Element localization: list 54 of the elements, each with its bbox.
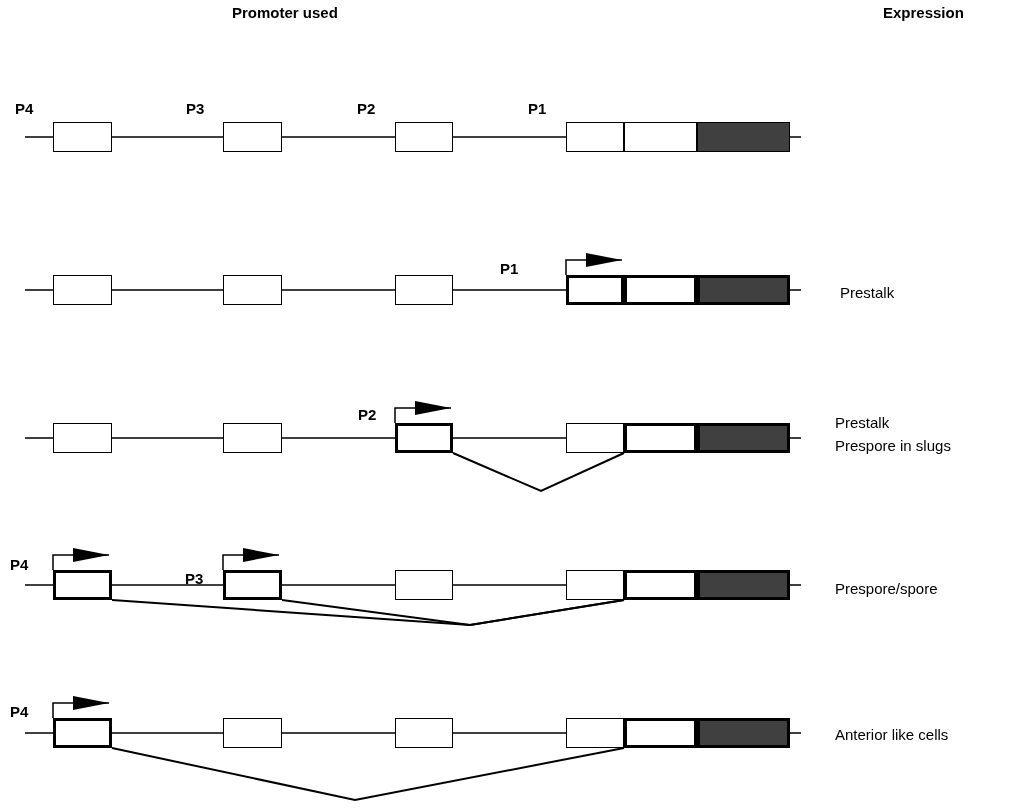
promoter-label: P3 <box>186 100 205 118</box>
exon-box <box>566 423 624 453</box>
exon-box <box>624 122 697 152</box>
exon-box <box>624 718 697 748</box>
exon-box <box>395 275 453 305</box>
exon-box <box>624 570 697 600</box>
coding-exon <box>697 570 790 600</box>
exon-box <box>395 423 453 453</box>
exon-box <box>566 718 624 748</box>
coding-exon <box>697 275 790 305</box>
exon-box <box>53 423 112 453</box>
promoter-label: P1 <box>528 100 547 118</box>
promoter-label: P2 <box>357 100 376 118</box>
expression-label: Anterior like cells <box>835 726 949 744</box>
expression-label: Prespore/spore <box>835 580 938 598</box>
promoter-arrow <box>565 253 623 276</box>
coding-exon <box>697 122 790 152</box>
promoter-arrow <box>52 696 110 719</box>
exon-box <box>223 122 282 152</box>
exon-box <box>624 275 697 305</box>
promoter-label: P1 <box>500 260 519 278</box>
splice-line <box>452 452 625 493</box>
exon-box <box>53 718 112 748</box>
exon-box <box>395 570 453 600</box>
exon-box <box>395 122 453 152</box>
expression-label: Prestalk <box>840 284 895 302</box>
exon-box <box>566 122 624 152</box>
exon-box <box>566 275 624 305</box>
exon-box <box>566 570 624 600</box>
coding-exon <box>697 718 790 748</box>
expression-label: Prestalk <box>835 414 890 432</box>
splice-line <box>111 747 625 802</box>
promoter-label: P3 <box>185 570 204 588</box>
column-heading: Expression <box>883 4 964 22</box>
splice-line <box>281 599 625 626</box>
promoter-label: P2 <box>358 406 377 424</box>
exon-box <box>53 122 112 152</box>
coding-exon <box>697 423 790 453</box>
column-heading: Promoter used <box>232 4 338 22</box>
promoter-label: P4 <box>10 556 29 574</box>
exon-box <box>53 275 112 305</box>
exon-box <box>53 570 112 600</box>
exon-box <box>223 423 282 453</box>
promoter-label: P4 <box>10 703 29 721</box>
exon-box <box>223 718 282 748</box>
exon-box <box>395 718 453 748</box>
expression-label: Prespore in slugs <box>835 437 951 455</box>
promoter-arrow <box>222 548 280 571</box>
exon-box <box>624 423 697 453</box>
exon-box <box>223 570 282 600</box>
promoter-arrow <box>52 548 110 571</box>
promoter-label: P4 <box>15 100 34 118</box>
promoter-arrow <box>394 401 452 424</box>
exon-box <box>223 275 282 305</box>
